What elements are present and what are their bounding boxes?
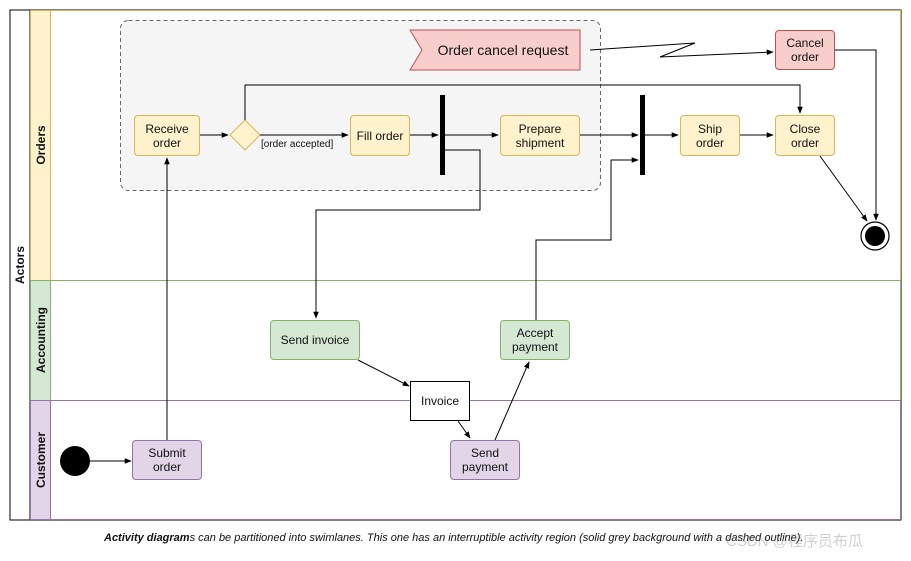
node-close-order: Close order [775, 115, 835, 156]
order-cancel-request-shape [409, 29, 581, 71]
node-fill-order: Fill order [350, 115, 410, 156]
lane-label-customer: Customer [34, 431, 48, 489]
caption-rest: s can be partitioned into swimlanes. Thi… [189, 532, 804, 544]
watermark: CSDN @程序员布瓜 [726, 533, 863, 550]
node-receive-order: Receive order [134, 115, 200, 156]
node-accept-payment: Accept payment [500, 320, 570, 360]
node-submit-order: Submit order [132, 440, 202, 480]
join-bar [640, 95, 645, 175]
caption-bold: Activity diagram [104, 532, 190, 544]
initial-node [60, 446, 90, 476]
node-send-invoice: Send invoice [270, 320, 360, 360]
node-ship-order: Ship order [680, 115, 740, 156]
node-order-cancel-request: Order cancel request [437, 42, 569, 58]
fork-bar [440, 95, 445, 175]
caption: Activity diagrams can be partitioned int… [104, 532, 804, 544]
node-cancel-order: Cancel order [775, 30, 835, 70]
lane-label-accounting: Accounting [34, 307, 48, 373]
decision-node [229, 119, 261, 151]
node-prepare-shipment: Prepare shipment [500, 115, 580, 156]
lane-accounting [30, 280, 901, 401]
lane-label-orders: Orders [34, 125, 48, 165]
guard-label: [order accepted] [261, 139, 334, 150]
lane-customer-header [30, 400, 51, 520]
lane-label-actors: Actors [13, 245, 27, 285]
node-send-payment: Send payment [450, 440, 520, 480]
edges [90, 42, 879, 464]
node-invoice-object: Invoice [410, 381, 470, 421]
